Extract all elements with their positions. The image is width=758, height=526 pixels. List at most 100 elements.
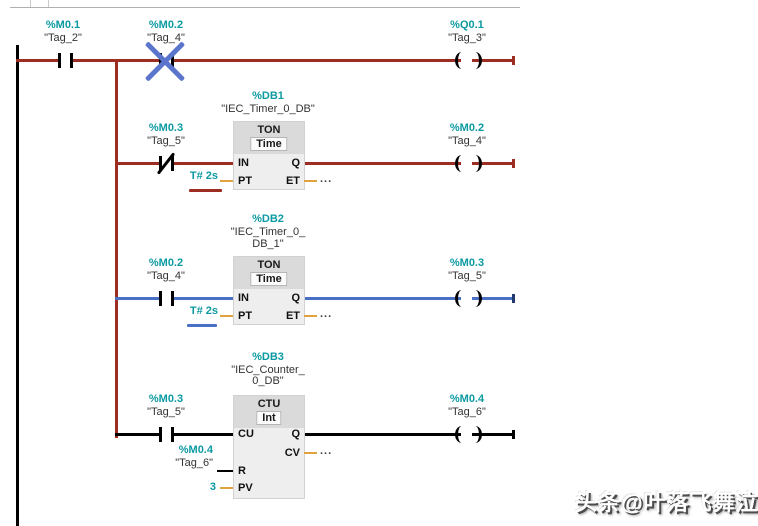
rung3-pt-value[interactable]: T# 2s (189, 305, 218, 317)
network-divider-tick (30, 0, 31, 7)
rung4-wire-in (115, 433, 233, 436)
rung4-pin-r: R (238, 465, 246, 477)
rung3-pt-value-underline (187, 324, 217, 327)
rung4-pv-value[interactable]: 3 (209, 481, 216, 493)
rung1-contact1-no-contact[interactable] (58, 53, 61, 68)
rung2-contact-tag[interactable]: "Tag_5" (147, 135, 185, 147)
rung2-coil[interactable] (471, 155, 482, 172)
rung3-coil[interactable] (455, 290, 466, 307)
rung4-block-datatype: Int (256, 411, 282, 425)
rung2-pin-in: IN (238, 157, 249, 169)
rung3-pin-q: Q (291, 292, 300, 304)
rung3-block-name[interactable]: "IEC_Timer_0_ (230, 226, 306, 238)
rung4-pin-pv: PV (238, 482, 253, 494)
rung1-coil-tag[interactable]: "Tag_3" (448, 32, 486, 44)
rung2-nc-contact[interactable] (159, 156, 162, 171)
rung4-coil-gap (461, 431, 472, 438)
rung4-block-name[interactable]: "IEC_Counter_ (231, 364, 305, 376)
rung1-contact1-address[interactable]: %M0.1 (45, 19, 81, 31)
rung3-pin-et: ET (285, 310, 300, 322)
rung3-et-value[interactable]: ... (320, 308, 333, 320)
rung3-wire-out (303, 297, 512, 300)
rung3-coil-address[interactable]: %M0.3 (449, 257, 485, 269)
rung4-block-name[interactable]: 0_DB" (252, 375, 284, 387)
rung3-coil-gap (461, 295, 472, 302)
rung4-wire-end (512, 430, 515, 439)
rung3-block-type: TON (257, 259, 281, 271)
rung1-contact1-tag[interactable]: "Tag_2" (44, 32, 82, 44)
rung1-contact2-no-contact[interactable] (171, 53, 174, 68)
rung2-block-db[interactable]: %DB1 (252, 90, 284, 102)
rung2-coil-gap (461, 160, 472, 167)
rung2-wire-end (512, 159, 515, 168)
watermark: 头条@叶落飞舞泣 (575, 490, 758, 515)
rung4-block-db[interactable]: %DB3 (252, 351, 284, 363)
rung2-timer-block[interactable]: TON Time IN PT Q ET (233, 121, 305, 190)
network-divider (10, 7, 520, 8)
rung4-counter-block[interactable]: CTU Int CU R PV Q CV (233, 395, 305, 499)
rung2-coil-tag[interactable]: "Tag_4" (448, 135, 486, 147)
rung2-pin-pt: PT (238, 175, 253, 187)
rung3-pin-in: IN (238, 292, 249, 304)
rung3-block-db[interactable]: %DB2 (252, 213, 284, 225)
rung4-r-tag[interactable]: "Tag_6" (175, 457, 213, 469)
rung3-contact-tag[interactable]: "Tag_4" (147, 270, 185, 282)
rung4-coil-tag[interactable]: "Tag_6" (448, 406, 486, 418)
rung4-cv-wire (304, 452, 317, 454)
rung1-coil[interactable] (471, 52, 482, 69)
rung4-coil[interactable] (455, 426, 466, 443)
rung3-contact-address[interactable]: %M0.2 (148, 257, 184, 269)
rung2-coil[interactable] (455, 155, 466, 172)
rung4-r-address[interactable]: %M0.4 (178, 444, 213, 456)
rung4-wire-out (303, 433, 512, 436)
rung2-block-datatype: Time (250, 137, 288, 151)
rung2-nc-contact[interactable] (171, 156, 174, 171)
crossed-out-icon[interactable] (144, 41, 186, 82)
rung4-contact-gap (162, 431, 171, 438)
rung2-contact-address[interactable]: %M0.3 (148, 122, 184, 134)
rung4-cv-value[interactable]: ... (320, 445, 333, 457)
branch-wire-vertical (115, 59, 118, 438)
rung2-pin-et: ET (285, 175, 300, 187)
rung2-et-wire (304, 180, 317, 182)
rung4-coil[interactable] (471, 426, 482, 443)
rung3-wire-end (512, 294, 515, 303)
rung1-coil-gap (461, 57, 472, 64)
rung3-block-name[interactable]: DB_1" (252, 238, 284, 250)
rung1-contact2-address[interactable]: %M0.2 (148, 19, 184, 31)
rung2-et-value[interactable]: ... (320, 173, 333, 185)
rung3-coil[interactable] (471, 290, 482, 307)
rung3-contact-gap (162, 295, 171, 302)
rung2-wire-out (303, 162, 512, 165)
rung4-no-contact[interactable] (159, 427, 162, 442)
rung2-block-name[interactable]: "IEC_Timer_0_DB" (221, 103, 315, 115)
rung4-block-type: CTU (257, 398, 281, 410)
rung2-block-type: TON (257, 124, 281, 136)
rung2-wire-in (115, 162, 233, 165)
rung3-wire-in (115, 297, 233, 300)
rung4-no-contact[interactable] (171, 427, 174, 442)
rung1-wire (16, 59, 512, 62)
rung4-contact-tag[interactable]: "Tag_5" (147, 406, 185, 418)
rung4-pv-wire (220, 487, 233, 489)
rung1-contact2-tag[interactable]: "Tag_4" (147, 32, 185, 44)
rung3-timer-block[interactable]: TON Time IN PT Q ET (233, 256, 305, 325)
rung3-no-contact[interactable] (159, 291, 162, 306)
rung3-coil-tag[interactable]: "Tag_5" (448, 270, 486, 282)
rung1-contact1-no-contact[interactable] (70, 53, 73, 68)
rung2-coil-address[interactable]: %M0.2 (449, 122, 485, 134)
rung4-pin-q: Q (291, 428, 300, 440)
network-divider-tick (48, 0, 49, 7)
power-rail (16, 45, 19, 526)
rung4-pin-cv: CV (284, 447, 300, 459)
rung3-no-contact[interactable] (171, 291, 174, 306)
rung1-coil-address[interactable]: %Q0.1 (450, 19, 484, 31)
rung4-contact-address[interactable]: %M0.3 (148, 393, 184, 405)
rung1-contact1-gap (61, 57, 70, 64)
rung4-coil-address[interactable]: %M0.4 (449, 393, 485, 405)
rung4-r-wire (217, 470, 233, 472)
rung4-pin-cu: CU (238, 428, 254, 440)
rung1-coil[interactable] (455, 52, 466, 69)
rung2-pt-value[interactable]: T# 2s (189, 170, 218, 182)
